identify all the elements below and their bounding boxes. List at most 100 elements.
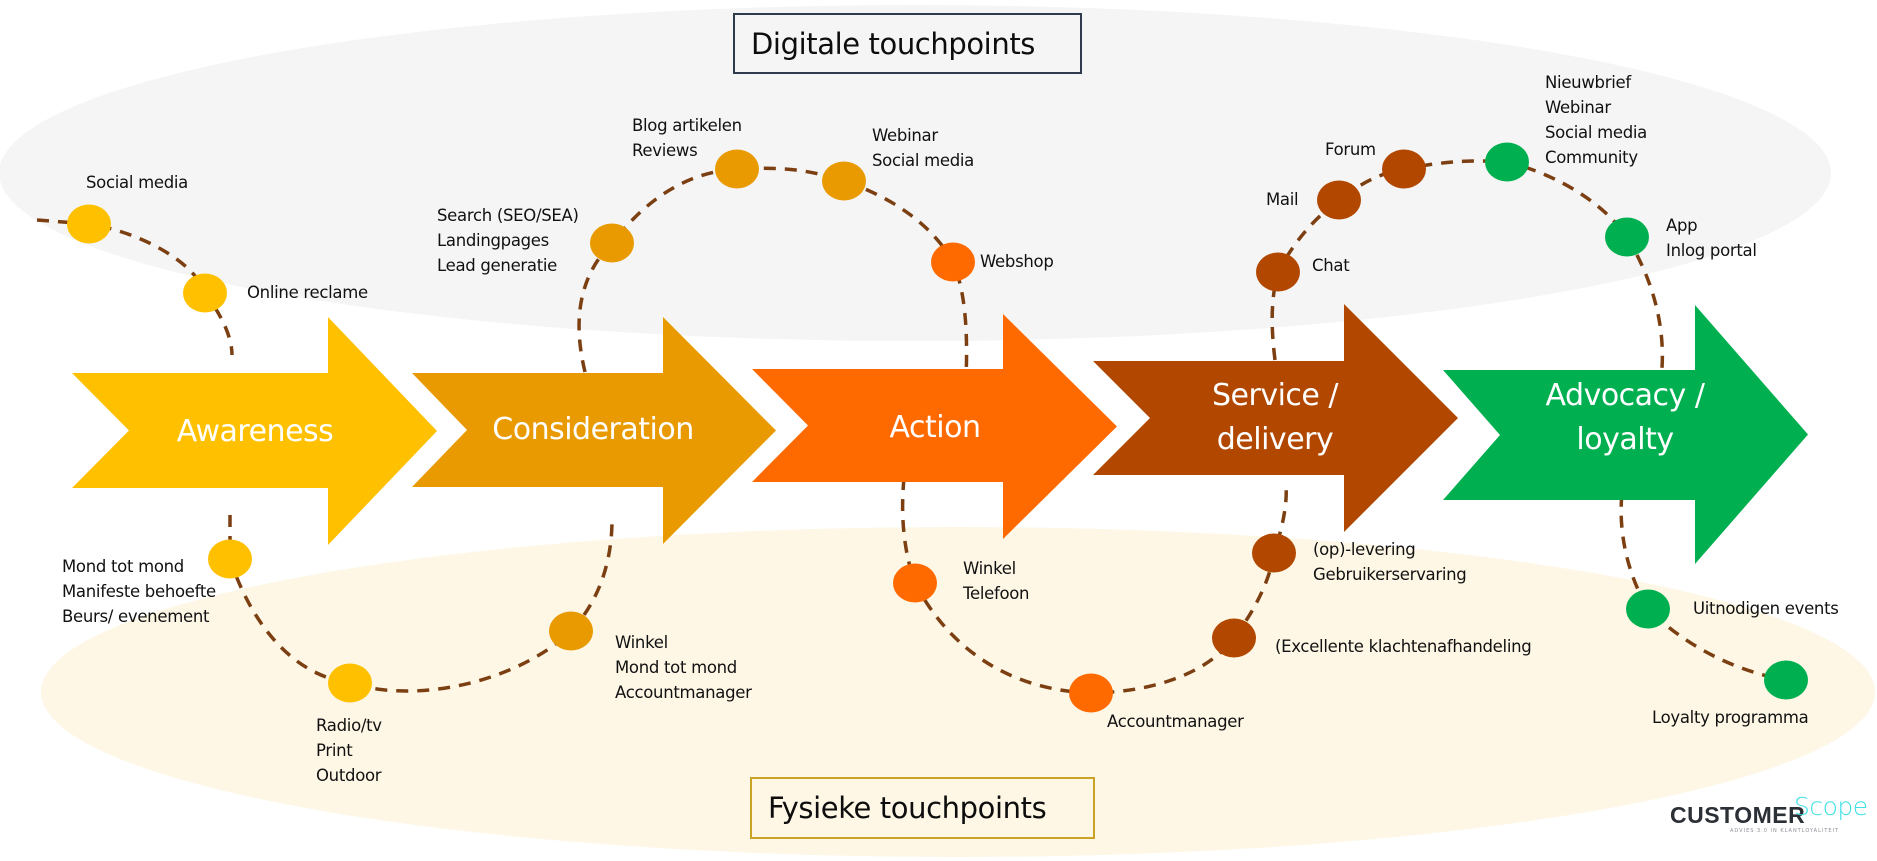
stage-arrow-service bbox=[1093, 304, 1458, 532]
touchpoint-label: (Excellente klachtenafhandeling bbox=[1275, 634, 1532, 659]
touchpoint-label: App Inlog portal bbox=[1666, 213, 1757, 263]
touchpoint-dot bbox=[1382, 149, 1426, 189]
touchpoint-text: Forum bbox=[1325, 140, 1376, 159]
touchpoint-dot bbox=[1317, 180, 1361, 220]
touchpoint-text: Landingpages bbox=[437, 231, 549, 250]
touchpoint-label: Blog artikelen Reviews bbox=[632, 113, 742, 163]
stage-label-line: Consideration bbox=[492, 412, 694, 447]
touchpoint-text: Inlog portal bbox=[1666, 241, 1757, 260]
touchpoint-label: Mail bbox=[1266, 187, 1299, 212]
physical-zone-background bbox=[41, 527, 1875, 857]
touchpoint-text: Uitnodigen events bbox=[1693, 599, 1839, 618]
customerscope-logo: CUSTOMER Scope ADVIES 3.0 IN KLANTLOYALI… bbox=[1670, 792, 1868, 840]
digital-touchpoints-label: Digitale touchpoints bbox=[751, 26, 1035, 61]
touchpoint-dot bbox=[893, 563, 937, 603]
touchpoint-dot bbox=[208, 539, 252, 579]
touchpoint-text: Accountmanager bbox=[615, 683, 752, 702]
stage-label-action: Action bbox=[830, 406, 1040, 450]
physical-touchpoints-title: Fysieke touchpoints bbox=[750, 777, 1095, 839]
touchpoint-text: Blog artikelen bbox=[632, 116, 742, 135]
touchpoint-label: Uitnodigen events bbox=[1693, 596, 1839, 621]
touchpoint-dot bbox=[822, 161, 866, 201]
touchpoint-label: Search (SEO/SEA) Landingpages Lead gener… bbox=[437, 203, 579, 278]
stage-arrow-group bbox=[72, 304, 1808, 564]
touchpoint-dot bbox=[931, 242, 975, 282]
touchpoint-label: Forum bbox=[1325, 137, 1376, 162]
touchpoint-text: Mond tot mond bbox=[615, 658, 737, 677]
stage-arrow-awareness bbox=[72, 317, 437, 545]
touchpoint-text: (op)-levering bbox=[1313, 540, 1416, 559]
touchpoint-text: Outdoor bbox=[316, 766, 382, 785]
stage-arrow-action bbox=[752, 314, 1117, 539]
digital-zone-background bbox=[0, 5, 1831, 341]
touchpoint-dot bbox=[1626, 589, 1670, 629]
touchpoint-text: Webshop bbox=[980, 252, 1054, 271]
stage-arrow-advocacy bbox=[1443, 305, 1808, 564]
touchpoint-text: Accountmanager bbox=[1107, 712, 1244, 731]
touchpoint-text: Nieuwbrief bbox=[1545, 73, 1631, 92]
touchpoint-label: Social media bbox=[86, 170, 188, 195]
touchpoint-text: Webinar bbox=[872, 126, 938, 145]
touchpoint-label: (op)-levering Gebruikerservaring bbox=[1313, 537, 1467, 587]
touchpoint-dot bbox=[1256, 252, 1300, 292]
touchpoint-label: Radio/tv Print Outdoor bbox=[316, 713, 382, 788]
touchpoint-text: Webinar bbox=[1545, 98, 1611, 117]
digital-touchpoints-title: Digitale touchpoints bbox=[733, 13, 1082, 74]
stage-label-advocacy: Advocacy / loyalty bbox=[1520, 374, 1730, 462]
logo-tagline: ADVIES 3.0 IN KLANTLOYALITEIT bbox=[1730, 828, 1840, 834]
touchpoint-text: Mail bbox=[1266, 190, 1299, 209]
stage-label-consideration: Consideration bbox=[478, 408, 708, 452]
touchpoint-label: Winkel Telefoon bbox=[963, 556, 1030, 606]
touchpoint-dot bbox=[1212, 618, 1256, 658]
touchpoint-dot bbox=[1069, 673, 1113, 713]
touchpoint-text: Search (SEO/SEA) bbox=[437, 206, 579, 225]
touchpoint-label: Accountmanager bbox=[1107, 709, 1244, 734]
connector-dashed-line bbox=[36, 218, 234, 356]
connector-dashed-line bbox=[577, 166, 969, 379]
touchpoint-text: Radio/tv bbox=[316, 716, 382, 735]
stage-label-line: Awareness bbox=[176, 414, 334, 449]
touchpoint-label: Mond tot mond Manifeste behoefte Beurs/ … bbox=[62, 554, 216, 629]
logo-accent: Scope bbox=[1794, 792, 1868, 821]
touchpoint-text: Winkel bbox=[615, 633, 668, 652]
physical-touchpoints-label: Fysieke touchpoints bbox=[768, 791, 1047, 825]
touchpoint-label: Loyalty programma bbox=[1652, 705, 1809, 730]
touchpoint-label: Chat bbox=[1312, 253, 1350, 278]
stage-label-awareness: Awareness bbox=[150, 410, 360, 454]
touchpoint-text: (Excellente klachtenafhandeling bbox=[1275, 637, 1532, 656]
touchpoint-label: Webinar Social media bbox=[872, 123, 974, 173]
touchpoint-dot bbox=[590, 223, 634, 263]
touchpoint-text: Social media bbox=[1545, 123, 1647, 142]
stage-arrow-consideration bbox=[412, 317, 776, 544]
touchpoint-text: Manifeste behoefte bbox=[62, 582, 216, 601]
touchpoint-text: Loyalty programma bbox=[1652, 708, 1809, 727]
touchpoint-text: Winkel bbox=[963, 559, 1016, 578]
touchpoint-text: Chat bbox=[1312, 256, 1350, 275]
touchpoint-text: Community bbox=[1545, 148, 1638, 167]
touchpoint-text: Print bbox=[316, 741, 353, 760]
touchpoint-dot bbox=[1605, 217, 1649, 257]
touchpoint-text: Beurs/ evenement bbox=[62, 607, 210, 626]
logo-wordmark: CUSTOMER bbox=[1670, 802, 1806, 828]
touchpoint-label: Winkel Mond tot mond Accountmanager bbox=[615, 630, 752, 705]
touchpoint-dot bbox=[183, 273, 227, 313]
touchpoint-dot bbox=[67, 204, 111, 244]
touchpoint-text: App bbox=[1666, 216, 1698, 235]
touchpoint-text: Telefoon bbox=[963, 584, 1030, 603]
touchpoint-text: Online reclame bbox=[247, 283, 368, 302]
touchpoint-text: Reviews bbox=[632, 141, 698, 160]
touchpoint-text: Social media bbox=[872, 151, 974, 170]
touchpoint-text: Social media bbox=[86, 173, 188, 192]
touchpoint-dot-group bbox=[67, 142, 1808, 713]
stage-label-line: Action bbox=[889, 410, 981, 445]
touchpoint-text: Lead generatie bbox=[437, 256, 558, 275]
stage-label-service: Service / delivery bbox=[1170, 374, 1380, 462]
stage-label-line: Service / bbox=[1211, 378, 1339, 413]
touchpoint-dot bbox=[1764, 660, 1808, 700]
touchpoint-label: Online reclame bbox=[247, 280, 368, 305]
touchpoint-label: Nieuwbrief Webinar Social media Communit… bbox=[1545, 70, 1647, 170]
stage-label-line: delivery bbox=[1216, 422, 1334, 457]
connector-dashed-line bbox=[1619, 473, 1787, 682]
touchpoint-dot bbox=[1485, 142, 1529, 182]
